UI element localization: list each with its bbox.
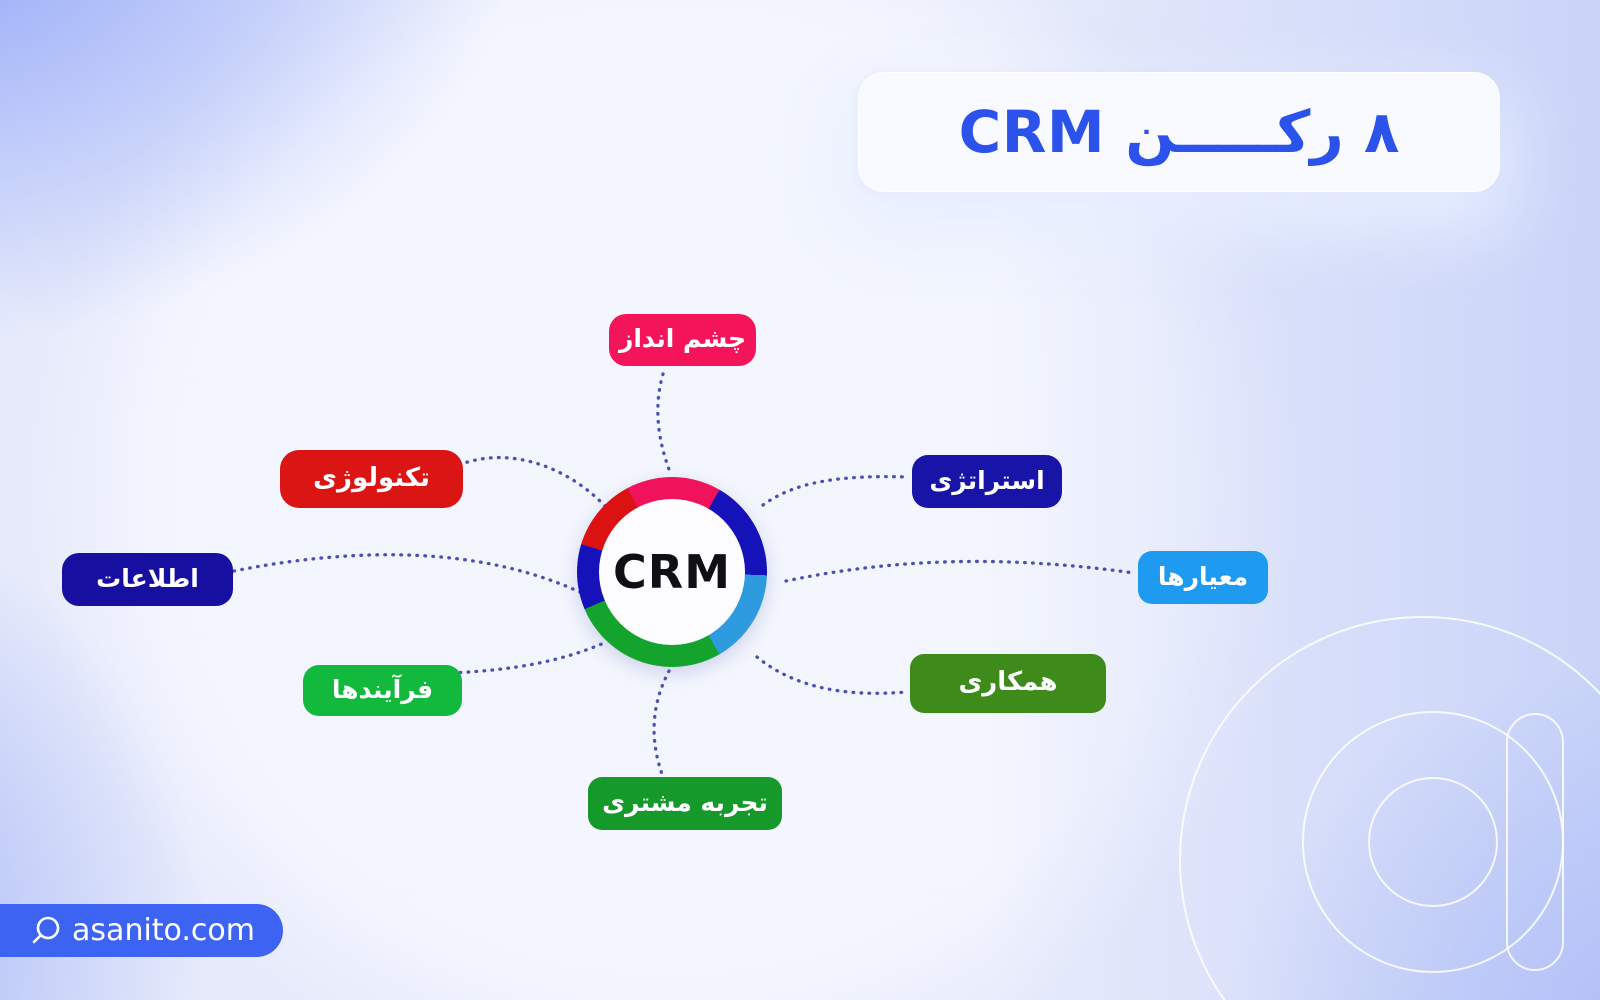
connector-metrics <box>784 559 1136 583</box>
node-collaboration: همکاری <box>910 654 1106 713</box>
connector-processes <box>450 641 606 675</box>
node-vision: چشم انداز <box>609 314 756 366</box>
node-processes: فرآیندها <box>303 665 462 716</box>
connector-vision <box>656 372 672 474</box>
crm-label: CRM <box>613 545 731 599</box>
site-badge[interactable]: asanito.com <box>0 904 283 957</box>
connector-strategy <box>761 475 910 507</box>
node-information: اطلاعات <box>62 553 233 606</box>
watermark-a-hole <box>1368 777 1498 907</box>
search-icon <box>32 916 60 943</box>
page-title: ۸ رکـــــن CRM <box>958 98 1400 166</box>
node-metrics: معیارها <box>1138 551 1268 604</box>
crm-center-node: CRM <box>577 477 767 667</box>
site-url: asanito.com <box>72 913 255 948</box>
connector-collaboration <box>755 655 908 695</box>
connector-technology <box>450 455 608 509</box>
watermark-a-stem <box>1506 713 1564 971</box>
node-customer-experience: تجربه مشتری <box>588 777 782 830</box>
node-strategy: استراتژی <box>912 455 1062 508</box>
connector-information <box>232 553 584 595</box>
node-technology: تکنولوژی <box>280 450 463 508</box>
watermark-outer-circle <box>1179 616 1600 1000</box>
connector-customer-experience <box>652 669 671 776</box>
crm-inner-circle: CRM <box>599 499 745 645</box>
title-card: ۸ رکـــــن CRM <box>858 72 1500 192</box>
